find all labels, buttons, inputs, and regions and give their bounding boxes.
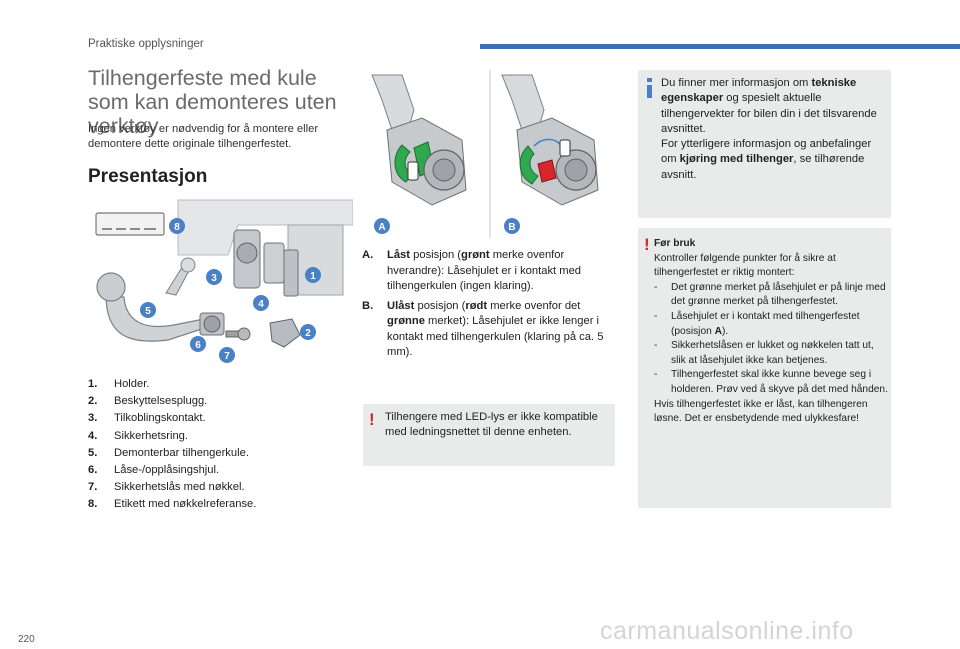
svg-text:2: 2 <box>305 328 311 339</box>
list-item: 6.Låse-/opplåsingshjul. <box>88 463 220 476</box>
warning-icon: ! <box>644 235 650 254</box>
callout-3: 3 <box>206 269 222 285</box>
position-b-text: B. Ulåst posisjon (rødt merke ovenfor de… <box>362 299 604 359</box>
list-item: -Låsehjulet er i kontakt med tilhengerfe… <box>654 310 860 337</box>
led-warning-box: ! Tilhengere med LED-lys er ikke kompati… <box>363 404 615 466</box>
list-item: -Tilhengerfestet skal ikke kunne bevege … <box>654 369 888 395</box>
list-item: 4.Sikkerhetsring. <box>88 429 188 442</box>
position-descriptions: A. Låst posisjon (grønt merke ovenfor hv… <box>362 248 614 365</box>
svg-text:B: B <box>508 222 515 233</box>
list-item: -Sikkerhetslåsen er lukket og nøkkelen t… <box>654 340 874 366</box>
callout-6: 6 <box>190 336 206 352</box>
svg-text:4: 4 <box>258 299 264 310</box>
svg-text:6: 6 <box>195 340 201 351</box>
tow-ball <box>96 272 126 302</box>
callout-b: B <box>504 218 520 234</box>
svg-text:5: 5 <box>145 306 151 317</box>
list-item: 7.Sikkerhetslås med nøkkel. <box>88 481 245 494</box>
svg-text:8: 8 <box>174 222 180 233</box>
list-item: 2.Beskyttelsesplugg. <box>88 395 208 408</box>
info-icon <box>647 78 652 82</box>
section-header: Praktiske opplysninger <box>88 38 204 50</box>
callout-2: 2 <box>300 324 316 340</box>
list-item: 8.Etikett med nøkkelreferanse. <box>88 498 257 511</box>
intro-text: Ingen verktøy er nødvendig for å montere… <box>88 123 319 150</box>
info-text: Du finner mer informasjon om tekniske eg… <box>661 77 877 181</box>
page-title: Tilhengerfeste med kule som kan demonter… <box>88 66 337 138</box>
svg-text:A: A <box>378 222 385 233</box>
callout-5: 5 <box>140 302 156 318</box>
towbar-parts-figure: 1 2 3 4 5 6 7 8 <box>95 199 353 363</box>
led-warning-text: Tilhengere med LED-lys er ikke kompatibl… <box>385 411 598 439</box>
list-item: 1.Holder. <box>88 378 150 390</box>
presentation-heading: Presentasjon <box>88 166 208 187</box>
callout-7: 7 <box>219 347 235 363</box>
parts-list: 1.Holder. 2.Beskyttelsesplugg. 3.Tilkobl… <box>88 376 358 514</box>
tow-arm <box>105 294 216 342</box>
position-b-illustration <box>501 74 599 206</box>
lock-position-figure: A B <box>371 70 599 238</box>
position-a-illustration <box>371 74 467 206</box>
svg-text:3: 3 <box>211 273 217 284</box>
key-label-plate <box>95 212 165 236</box>
before-use-text: Før bruk Kontroller følgende punkter for… <box>654 238 888 425</box>
callout-a: A <box>374 218 390 234</box>
before-use-warning-box: ! Før bruk Kontroller følgende punkter f… <box>638 228 891 508</box>
watermark: carmanualsonline.info <box>600 617 854 645</box>
warning-icon: ! <box>369 410 375 429</box>
header-accent-bar <box>480 44 960 49</box>
position-a-text: A. Låst posisjon (grønt merke ovenfor hv… <box>362 249 582 292</box>
page-number: 220 <box>18 634 35 645</box>
svg-text:7: 7 <box>224 351 230 362</box>
info-box: Du finner mer informasjon om tekniske eg… <box>638 70 891 218</box>
callout-4: 4 <box>253 295 269 311</box>
list-item: 3.Tilkoblingskontakt. <box>88 412 206 425</box>
callout-8: 8 <box>169 218 185 234</box>
callout-1: 1 <box>305 267 321 283</box>
svg-text:1: 1 <box>310 271 316 282</box>
list-item: -Det grønne merket på låsehjulet er på l… <box>654 281 886 308</box>
list-item: 5.Demonterbar tilhengerkule. <box>88 446 249 459</box>
